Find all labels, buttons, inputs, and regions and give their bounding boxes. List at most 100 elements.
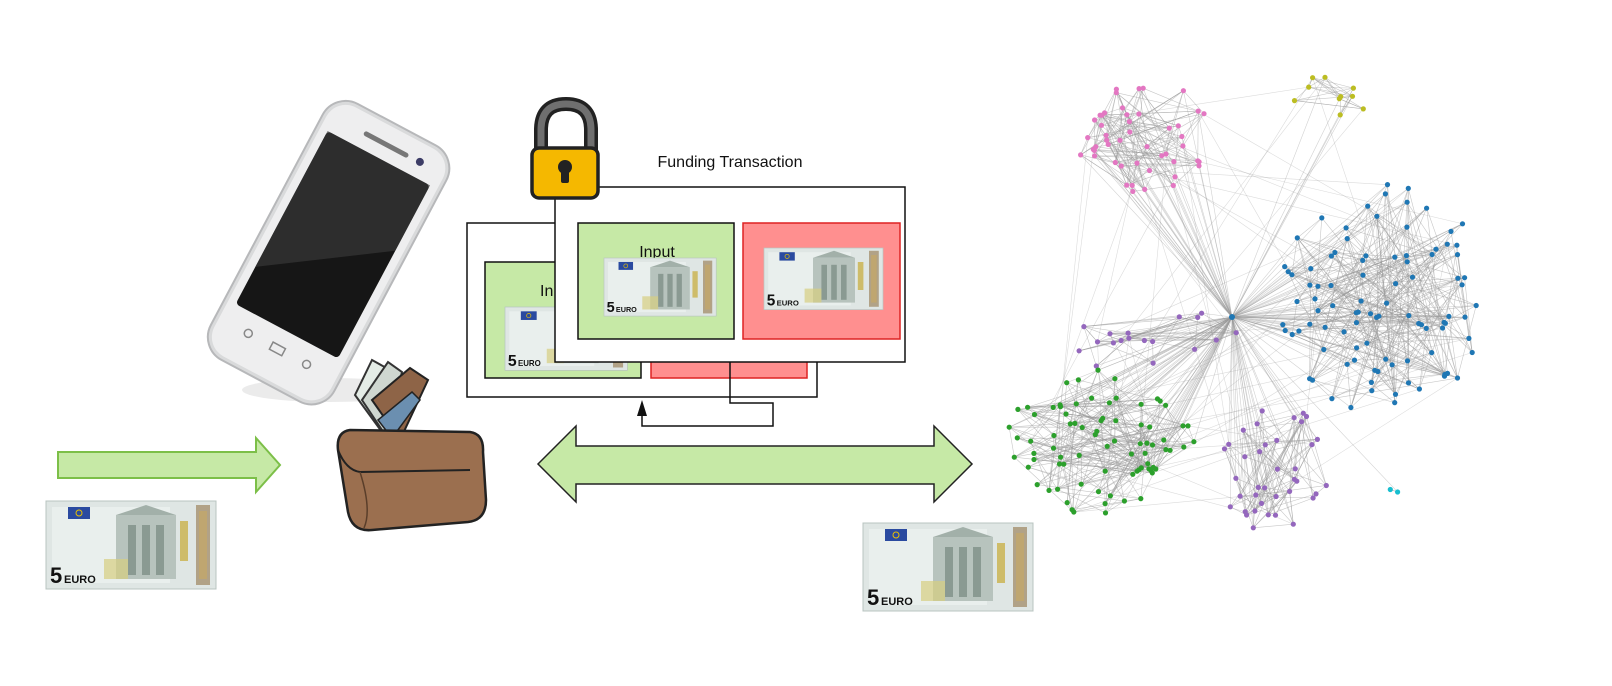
network-edge (1261, 410, 1327, 486)
banknote-icon: 5 EURO (862, 522, 1034, 612)
network-edge (1317, 310, 1396, 395)
network-edge (1144, 316, 1233, 341)
network-edge (1445, 245, 1458, 324)
network-node (1315, 308, 1321, 314)
network-node (1358, 298, 1364, 304)
network-edge (1083, 326, 1122, 341)
network-node (1161, 437, 1167, 443)
network-edge (1231, 243, 1448, 318)
funding-transaction-title: Funding Transaction (658, 154, 803, 171)
network-edge (1066, 405, 1166, 503)
network-edge (1187, 425, 1312, 445)
network-node (1424, 205, 1430, 211)
network-node (1274, 437, 1280, 443)
network-edge (1365, 255, 1477, 306)
network-node (1454, 242, 1460, 248)
network-edge (1231, 316, 1307, 417)
network-edge (1309, 315, 1379, 325)
network-node (1332, 249, 1338, 256)
network-node (1050, 445, 1057, 451)
network-edge (1306, 310, 1319, 417)
network-edge (1376, 227, 1408, 318)
network-edge (1099, 114, 1200, 167)
network-node (1254, 421, 1260, 427)
network-edge (1136, 127, 1170, 164)
network-edge (1312, 244, 1458, 381)
network-node (1392, 400, 1398, 406)
network-edge (1355, 312, 1396, 395)
network-edge (1314, 207, 1427, 300)
network-node (1180, 423, 1186, 429)
network-node (1294, 235, 1300, 241)
network-edge (1231, 298, 1316, 318)
network-edge (1231, 284, 1310, 318)
network-edge (1149, 373, 1448, 428)
network-edge (1306, 416, 1327, 486)
network-edge (1231, 316, 1259, 488)
network-node (1226, 441, 1232, 447)
network-edge (1107, 446, 1294, 525)
network-edge (1017, 437, 1153, 474)
network-node (1328, 282, 1334, 289)
network-node (1454, 252, 1461, 258)
network-edge (1406, 188, 1409, 228)
network-edge (1356, 283, 1396, 323)
network-edge (1104, 112, 1174, 186)
network-edge (1350, 316, 1450, 408)
network-node (1196, 163, 1202, 169)
network-edge (1101, 115, 1233, 318)
network-node (1257, 449, 1263, 455)
network-node (1179, 133, 1185, 140)
network-node (1300, 410, 1306, 416)
network-node (1181, 444, 1187, 450)
network-edge (1132, 191, 1233, 318)
network-edge (1285, 312, 1357, 331)
network-edge (1310, 216, 1378, 269)
network-node (1112, 376, 1118, 382)
network-edge (1354, 358, 1386, 361)
network-edge (1017, 316, 1233, 439)
network-edge (1265, 444, 1295, 480)
network-node (1196, 159, 1202, 165)
network-edge (1346, 193, 1386, 239)
network-edge (1063, 463, 1246, 513)
network-edge (1231, 238, 1348, 318)
network-node (1064, 380, 1070, 386)
network-edge (1339, 88, 1354, 116)
network-edge (1131, 450, 1171, 455)
network-edge (1053, 425, 1184, 449)
network-edge (1360, 300, 1386, 360)
network-edge (1149, 316, 1233, 428)
network-node (1118, 163, 1124, 169)
network-node (1395, 489, 1401, 495)
network-edge (1106, 92, 1117, 141)
network-node (1350, 85, 1356, 91)
network-edge (1293, 417, 1314, 499)
network-edge (1296, 252, 1336, 302)
network-node (1237, 493, 1243, 499)
network-edge (1048, 490, 1125, 502)
network-edge (1198, 165, 1233, 318)
network-edge (1231, 77, 1326, 318)
network-node (1310, 495, 1316, 501)
network-edge (1391, 364, 1409, 384)
network-edge (1426, 208, 1433, 255)
network-edge (1119, 88, 1144, 141)
network-node (1163, 402, 1169, 408)
network-edge (1108, 110, 1199, 145)
network-node (1265, 512, 1271, 518)
network-edge (1231, 316, 1318, 440)
network-node (1306, 84, 1312, 90)
network-edge (1098, 440, 1115, 492)
network-node (1107, 331, 1113, 337)
network-edge (1144, 332, 1237, 341)
network-node (1056, 461, 1063, 467)
network-node (1382, 191, 1388, 197)
network-edge (1126, 170, 1150, 186)
banknote-value: 5 (607, 300, 615, 316)
network-node (1292, 466, 1298, 472)
network-edge (1231, 114, 1341, 318)
network-edge (1152, 316, 1233, 474)
network-edge (1034, 316, 1233, 415)
network-edge (1057, 488, 1106, 514)
